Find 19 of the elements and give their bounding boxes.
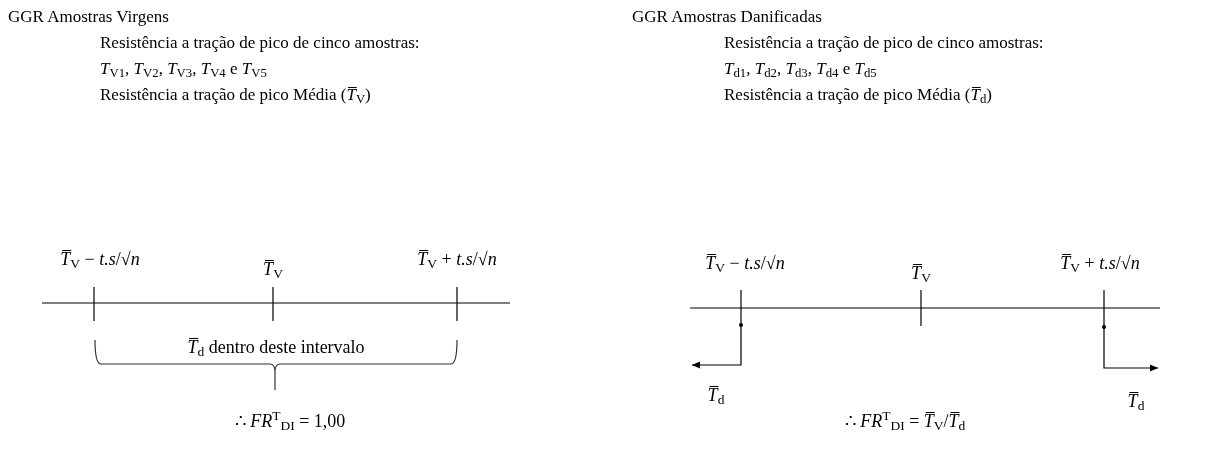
formula-label: T̅$_{V}$ − t.s/√n	[705, 252, 785, 275]
description-text: Resistência a tração de pico Média (T̅$_{d}$)	[724, 84, 992, 106]
result-formula: ∴ FR$^{T}$$_{DI}$ = T̅$_{V}$/T̅$_{d}$	[844, 410, 966, 433]
formula-label: T̅$_{V}$ + t.s/√n	[417, 248, 497, 271]
description-text: Resistência a tração de pico de cinco amostras:	[724, 32, 1044, 54]
formula-label: T̅$_{d}$	[1127, 390, 1145, 413]
description-text: Resistência a tração de pico de cinco amostras:	[100, 32, 420, 54]
formula-label: T̅$_{V}$	[911, 262, 931, 285]
sample-list: T$_{d1}$, T$_{d2}$, T$_{d3}$, T$_{d4}$ e T$_{d5}$	[724, 58, 877, 80]
description-text: Resistência a tração de pico Média (T̅$_{V}$)	[100, 84, 371, 106]
formula-label: T̅$_{V}$ + t.s/√n	[1060, 252, 1140, 275]
formula-label: T̅$_{V}$ − t.s/√n	[60, 248, 140, 271]
heading: GGR Amostras Virgens	[8, 6, 169, 28]
interval-note: T̅$_{d}$ dentro deste intervalo	[187, 336, 365, 359]
heading: GGR Amostras Danificadas	[632, 6, 822, 28]
formula-label: T̅$_{d}$	[707, 384, 725, 407]
result-formula: ∴ FR$^{T}$$_{DI}$ = 1,00	[234, 410, 346, 433]
sample-list: T$_{V1}$, T$_{V2}$, T$_{V3}$, T$_{V4}$ e T$_{V5}$	[100, 58, 267, 80]
formula-label: T̅$_{V}$	[263, 258, 283, 281]
